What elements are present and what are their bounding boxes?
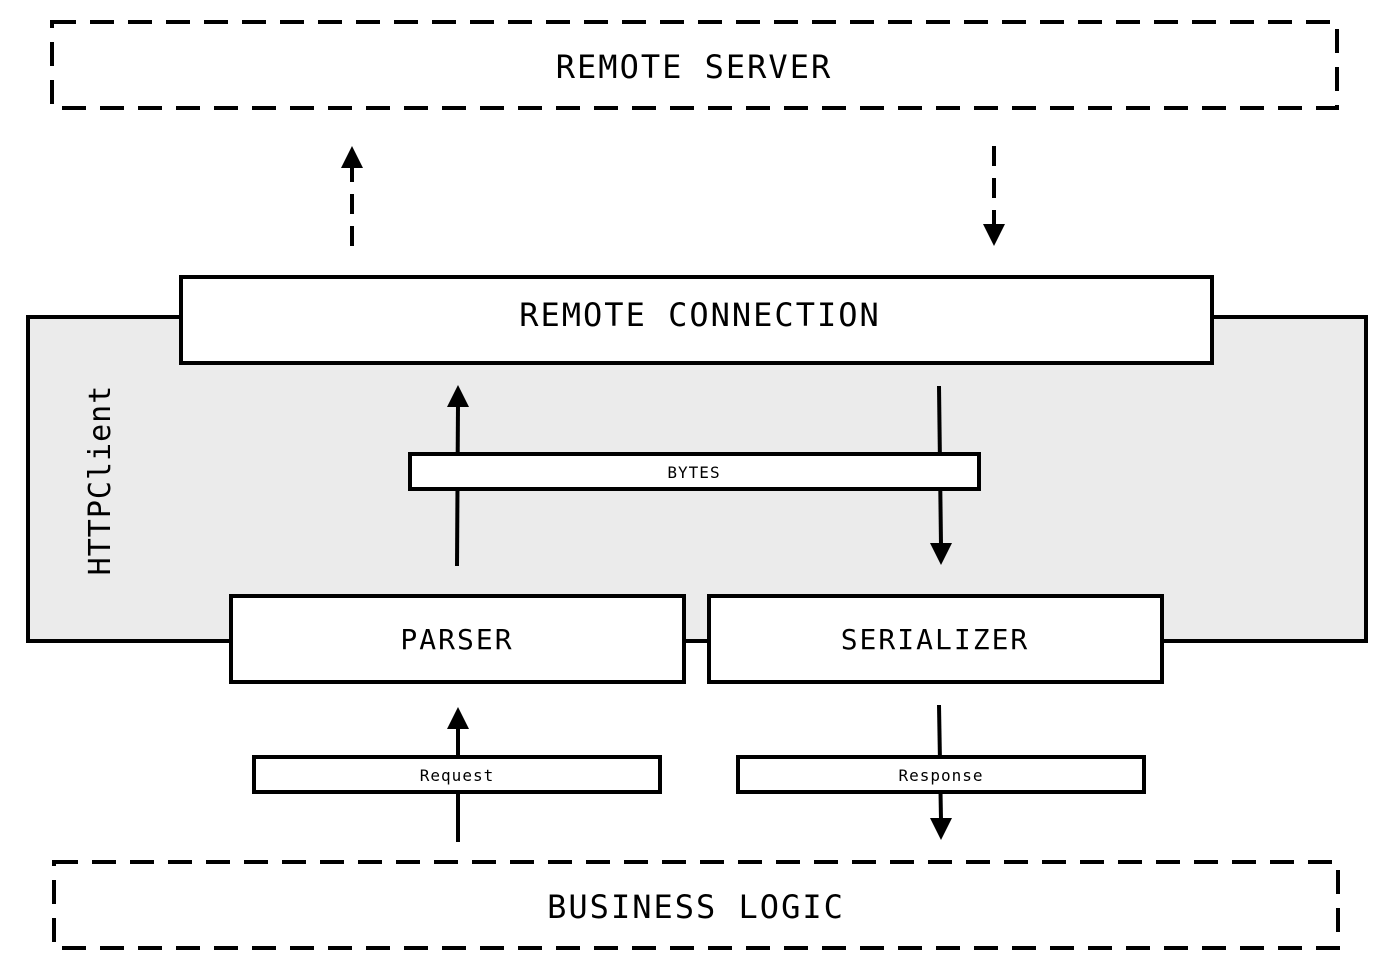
serializer-label: SERIALIZER [841,623,1030,656]
httpclient-label: HTTPClient [83,385,118,576]
request-label: Request [420,766,494,785]
serializer-box [707,594,1164,684]
request-box [252,755,662,794]
request-arrowhead [447,707,469,729]
parser-label: PARSER [400,623,513,656]
remote-connection-label: REMOTE CONNECTION [519,296,881,334]
parser-to-connection-arrowhead [447,385,469,407]
business-logic-label: BUSINESS LOGIC [547,888,845,926]
bytes-box [408,452,981,491]
parser-box [229,594,686,684]
outbound-dashed-arrowhead [341,146,363,168]
remote-server-box [50,20,1339,110]
business-logic-box [52,860,1340,950]
response-label: Response [898,766,983,785]
remote-server-label: REMOTE SERVER [556,48,832,86]
bytes-label: BYTES [667,463,720,482]
remote-connection-box [179,275,1214,365]
response-box [736,755,1146,794]
connection-to-serializer-arrowhead [930,543,952,565]
response-arrowhead [930,818,952,840]
inbound-dashed-arrowhead [983,224,1005,246]
